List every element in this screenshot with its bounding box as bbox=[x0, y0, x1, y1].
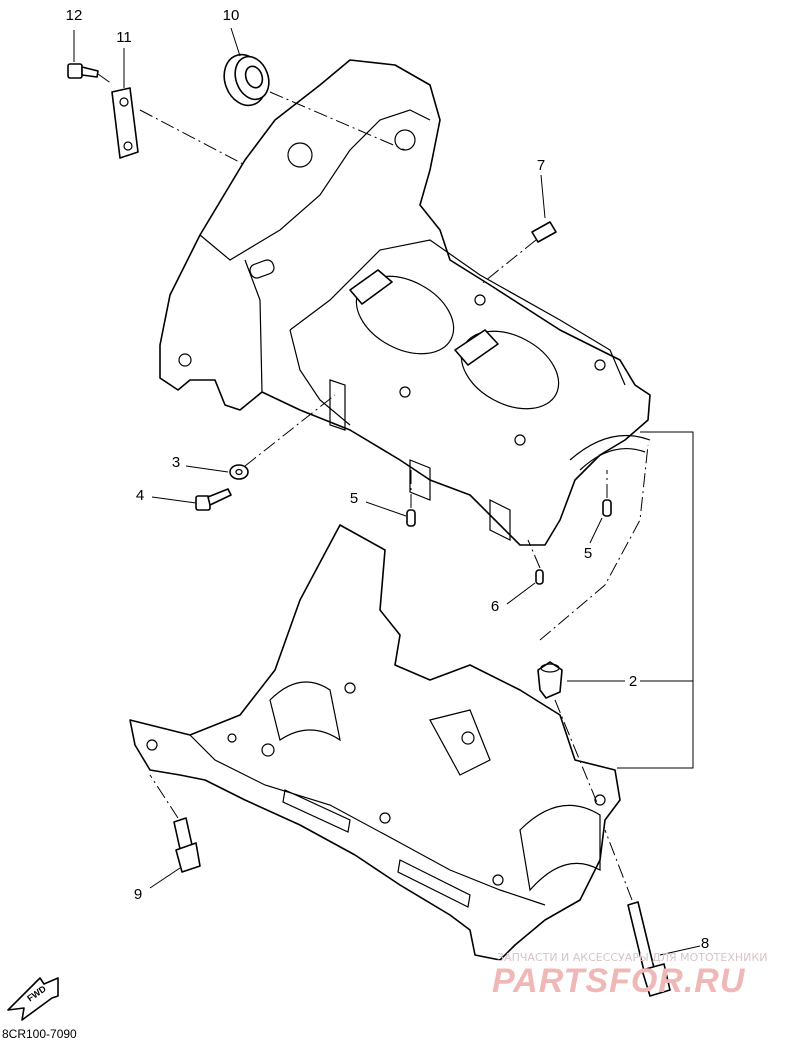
dowel-6 bbox=[535, 569, 544, 585]
callout-6: 6 bbox=[491, 598, 499, 615]
callout-11: 11 bbox=[116, 29, 132, 46]
bolt-12 bbox=[67, 63, 99, 79]
callout-5-right: 5 bbox=[584, 545, 592, 562]
watermark-tagline: ЗАПЧАСТИ И АКСЕССУАРЫ ДЛЯ МОТОТЕХНИКИ bbox=[497, 951, 767, 964]
fwd-arrow-icon: FWD bbox=[7, 977, 59, 1021]
callout-3: 3 bbox=[172, 454, 180, 471]
dowel-2 bbox=[537, 661, 563, 699]
callout-10: 10 bbox=[223, 7, 240, 24]
bolt-4 bbox=[195, 488, 232, 511]
callouts: 12 11 10 7 3 4 5 5 6 2 9 8 bbox=[66, 7, 710, 952]
washer-3 bbox=[229, 464, 249, 480]
callout-12: 12 bbox=[66, 7, 83, 24]
callout-4: 4 bbox=[136, 487, 144, 504]
dowel-5-left bbox=[406, 509, 416, 527]
dowel-5-right bbox=[602, 499, 612, 517]
callout-9: 9 bbox=[134, 886, 142, 903]
callout-5-left: 5 bbox=[350, 490, 358, 507]
stud-7 bbox=[531, 221, 557, 243]
callout-2: 2 bbox=[629, 673, 637, 690]
diagram-code: 8CR100-7090 bbox=[2, 1027, 77, 1041]
bolt-9 bbox=[173, 817, 201, 873]
bolt-8 bbox=[627, 901, 671, 997]
leader-lines bbox=[73, 27, 701, 956]
watermark-brand: PARTSFOR.RU bbox=[492, 962, 746, 1000]
plate-11 bbox=[111, 87, 139, 159]
assembly-lines bbox=[97, 73, 649, 901]
callout-7: 7 bbox=[537, 157, 545, 174]
bearing-10 bbox=[223, 53, 270, 107]
upper-crankcase bbox=[159, 59, 651, 546]
lower-crankcase bbox=[129, 524, 621, 961]
watermark: ЗАПЧАСТИ И АКСЕССУАРЫ ДЛЯ МОТОТЕХНИКИ PA… bbox=[492, 951, 767, 1000]
callout-8: 8 bbox=[701, 935, 709, 952]
